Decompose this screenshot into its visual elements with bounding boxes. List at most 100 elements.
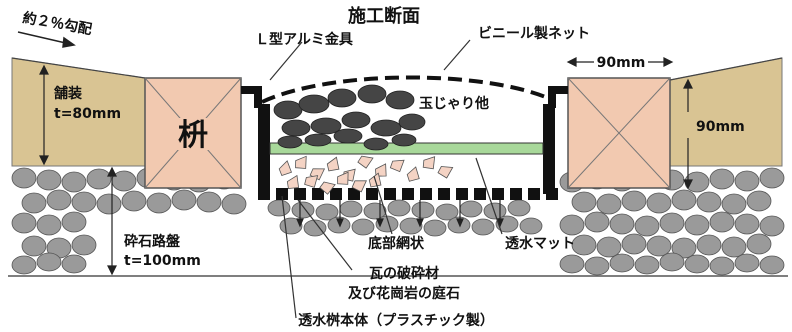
gravel-stone xyxy=(304,133,332,147)
base-stone xyxy=(696,234,722,256)
base-stone xyxy=(584,211,610,233)
mesh-segment xyxy=(474,188,486,200)
base-stone xyxy=(759,167,785,189)
base-stone xyxy=(21,192,47,214)
basin-block-right xyxy=(567,77,671,189)
base-stone xyxy=(315,203,339,221)
base-stone xyxy=(36,252,62,272)
pavement-right-top-edge xyxy=(669,57,783,81)
base-stone xyxy=(596,193,622,215)
base-stone xyxy=(423,219,447,237)
gravel-stone xyxy=(391,133,417,147)
base-stone xyxy=(571,191,597,213)
tile-fragment xyxy=(351,180,367,193)
flow-arrow-head xyxy=(336,218,344,228)
base-stone xyxy=(459,200,483,218)
base-stone xyxy=(435,203,459,221)
diagram-title: 施工断面 xyxy=(348,5,420,27)
slope-arrow xyxy=(17,31,76,48)
base-stone xyxy=(559,214,585,236)
tile-fragment xyxy=(422,156,436,170)
mesh-segment xyxy=(492,188,504,200)
base-stone xyxy=(621,190,647,212)
base-stone xyxy=(696,191,722,213)
base-stone xyxy=(387,199,411,217)
base-stone xyxy=(351,218,375,236)
base-stone xyxy=(267,199,291,217)
basin-label: 枡 xyxy=(178,118,208,153)
base-stone xyxy=(196,191,222,213)
vinyl-net-label: ビニール製ネット xyxy=(478,25,590,42)
tile-fragment-label-line1: 瓦の破砕材 xyxy=(369,265,439,282)
base-stone xyxy=(734,213,760,235)
base-stone xyxy=(659,252,685,272)
tile-fragment xyxy=(326,156,340,172)
base-stone xyxy=(411,201,435,219)
base-stone xyxy=(746,190,772,212)
base-stone xyxy=(709,168,735,190)
base-stone xyxy=(646,192,672,214)
base-stone xyxy=(721,193,747,215)
mesh-segment xyxy=(384,188,396,200)
base-stone xyxy=(61,211,87,233)
base-stone xyxy=(146,192,172,214)
base-thickness-label: t=100mm xyxy=(124,253,201,269)
base-stone xyxy=(734,170,760,192)
base-stone xyxy=(303,219,327,237)
l-bracket-left xyxy=(241,86,262,108)
mesh-segment xyxy=(456,188,468,200)
base-stone xyxy=(709,256,735,276)
base-stone xyxy=(684,254,710,274)
tile-fragment xyxy=(278,160,292,176)
base-stone xyxy=(634,255,660,275)
gravel-stones xyxy=(273,84,426,151)
mesh-segment xyxy=(312,188,324,200)
gravel-stone xyxy=(310,117,342,135)
slope-label: 約２％勾配 xyxy=(21,9,93,38)
base-stone xyxy=(709,211,735,233)
permeable-mat-label: 透水マット xyxy=(505,235,575,252)
gravel-stone xyxy=(298,94,330,114)
base-name-label: 砕石路盤 xyxy=(124,233,181,250)
gravel-stone xyxy=(277,135,303,149)
base-stone xyxy=(746,233,772,255)
gravel-stone xyxy=(273,100,303,120)
base-stone xyxy=(61,254,87,274)
pavement-thickness-label: t=80mm xyxy=(54,106,121,122)
base-stone xyxy=(734,253,760,273)
bottom-mesh-label: 底部網状 xyxy=(368,235,425,252)
base-stone xyxy=(71,191,97,213)
tile-fragment xyxy=(357,155,374,169)
tile-fragments xyxy=(278,155,454,195)
base-stone xyxy=(171,189,197,211)
base-stone xyxy=(11,167,37,189)
base-stone xyxy=(759,255,785,275)
vertical-90mm-dimension xyxy=(683,78,693,190)
pavement-thickness-dimension xyxy=(39,64,49,166)
gravel-stone xyxy=(281,119,311,137)
base-stone xyxy=(36,169,62,191)
base-stone xyxy=(36,214,62,236)
mesh-segment xyxy=(528,188,540,200)
base-stone xyxy=(609,213,635,235)
base-stone xyxy=(571,234,597,256)
pavement-name-label: 舗装 xyxy=(53,85,83,102)
mesh-segment xyxy=(402,188,414,200)
base-stone xyxy=(621,233,647,255)
base-stone xyxy=(86,168,112,190)
base-stone xyxy=(659,212,685,234)
base-stone xyxy=(471,218,495,236)
tile-fragment xyxy=(304,175,319,188)
gravel-stone xyxy=(385,90,415,110)
base-stone xyxy=(559,254,585,274)
base-stone xyxy=(46,189,72,211)
pavement-right xyxy=(669,57,783,167)
basin-body-label: 透水桝本体（プラスチック製） xyxy=(298,312,494,329)
base-stone xyxy=(21,235,47,257)
mesh-segment xyxy=(294,188,306,200)
flow-arrow-head xyxy=(416,218,424,228)
flow-arrow-head xyxy=(376,218,384,228)
base-stone xyxy=(609,253,635,273)
gravel-stone xyxy=(341,111,371,129)
mesh-segment xyxy=(510,188,522,200)
